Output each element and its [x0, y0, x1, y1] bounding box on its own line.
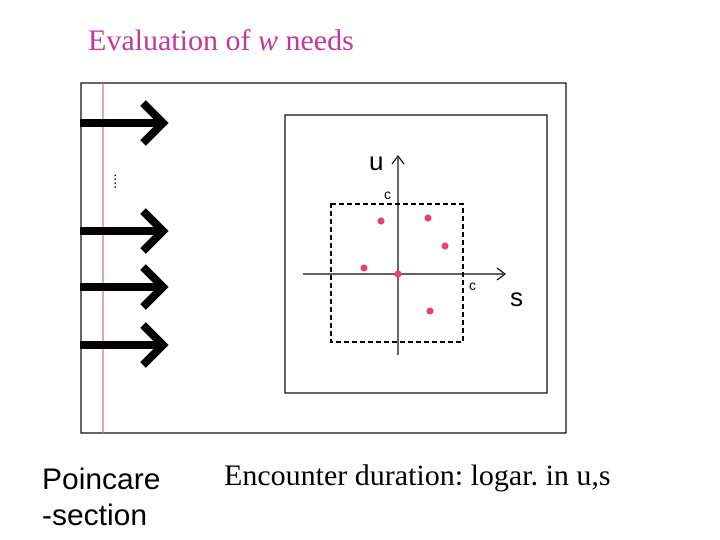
phase-point: [424, 214, 432, 222]
caption-line-1: Poincare: [42, 463, 161, 496]
s-axis-arrowhead: [496, 267, 506, 281]
u-axis-label: u: [369, 146, 383, 176]
inner-frame: [284, 114, 548, 394]
phase-point: [426, 307, 434, 315]
corner-label-right: c: [469, 277, 476, 293]
dashed-region: [330, 203, 464, 343]
phase-point: [441, 242, 449, 250]
outer-frame: [80, 82, 567, 434]
phase-points: [360, 214, 449, 315]
phase-point: [394, 270, 402, 278]
title-variable: w: [257, 24, 278, 57]
poincare-section-caption: Poincare -section: [42, 462, 160, 534]
title-text-after: needs: [277, 24, 354, 57]
u-axis-arrowhead: [391, 155, 405, 165]
s-axis-label: s: [510, 282, 523, 312]
corner-label-top: c: [384, 186, 391, 202]
caption-line-2: -section: [42, 499, 148, 532]
encounter-duration-caption: Encounter duration: logar. in u,s: [224, 459, 611, 492]
flow-arrow-3: [80, 264, 169, 310]
phase-point: [377, 217, 385, 225]
ellipsis-dots: ....: [103, 173, 119, 189]
flow-arrow-1: [80, 100, 169, 146]
phase-point: [360, 264, 368, 272]
flow-arrow-2: [80, 208, 169, 254]
title-text-before: Evaluation of: [88, 24, 258, 57]
slide-title: Evaluation of w needs: [88, 26, 354, 56]
flow-arrow-4: [80, 322, 169, 368]
